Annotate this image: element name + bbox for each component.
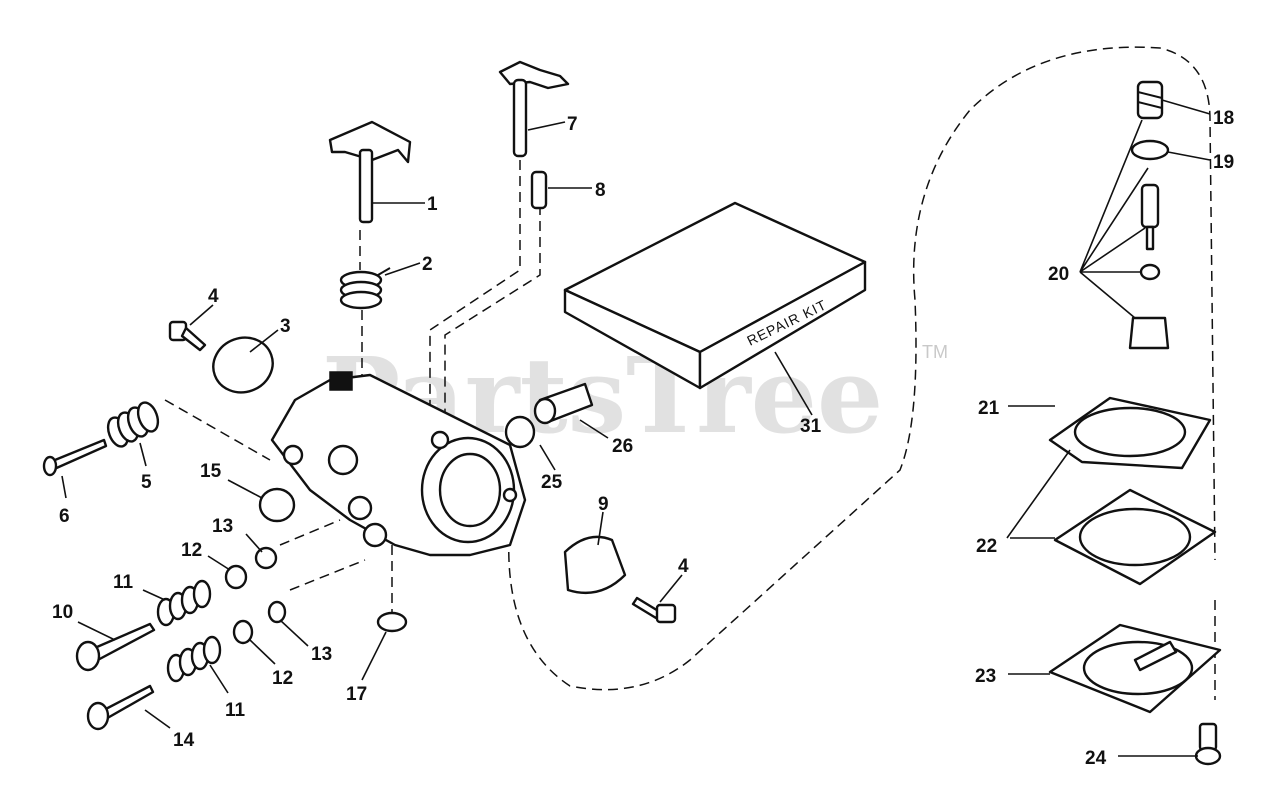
callout-21: 21 <box>978 398 1000 419</box>
plate-screw-part <box>168 320 207 352</box>
leader-lines <box>61 99 1211 757</box>
callout-10: 10 <box>52 602 73 623</box>
inlet-needle-part <box>1140 183 1160 251</box>
callout-3: 3 <box>280 316 291 337</box>
washer-part-lower <box>232 619 254 645</box>
needle-spring-part-lower <box>166 635 222 683</box>
seat-part <box>504 415 536 449</box>
diaphragm-gasket-part <box>1048 396 1212 470</box>
choke-plate-part <box>212 336 274 394</box>
callout-11-lower: 11 <box>225 700 246 721</box>
callout-6: 6 <box>59 506 70 527</box>
needle-spring-part-upper <box>156 579 212 627</box>
main-needle-part <box>75 622 156 672</box>
cup-plug-part <box>376 611 408 633</box>
cover-screw-part <box>1194 722 1222 766</box>
callout-14: 14 <box>173 730 195 751</box>
callout-5: 5 <box>141 472 152 493</box>
choke-spring-part <box>339 267 391 310</box>
throttle-spring-part <box>530 170 548 210</box>
throttle-shaft-part <box>498 60 570 158</box>
callout-4-upper: 4 <box>208 286 219 307</box>
callout-7: 7 <box>567 114 578 135</box>
seat-fitting-part <box>1128 316 1170 350</box>
choke-shaft-guide <box>359 230 363 400</box>
watermark-trademark: TM <box>922 342 948 362</box>
callout-13-lower: 13 <box>311 644 332 665</box>
repair-kit-box: REPAIR KIT <box>563 201 867 390</box>
callout-1: 1 <box>427 194 438 215</box>
carburetor-body <box>270 371 527 557</box>
needle-guide <box>279 519 366 591</box>
callout-9: 9 <box>598 494 609 515</box>
callout-26: 26 <box>612 436 633 457</box>
callout-18: 18 <box>1213 108 1234 129</box>
throttle-shaft-guide <box>429 160 521 430</box>
idle-needle-part <box>86 684 155 731</box>
callout-4-lower: 4 <box>678 556 689 577</box>
oring-part-lower <box>267 600 287 624</box>
callout-17: 17 <box>346 684 367 705</box>
check-valve-spring-part <box>1136 80 1164 120</box>
idle-spring-part <box>106 401 160 448</box>
pump-cover-part <box>1048 623 1222 714</box>
callout-22: 22 <box>976 536 997 557</box>
callout-24: 24 <box>1085 748 1107 769</box>
callout-31: 31 <box>800 416 822 437</box>
callout-25: 25 <box>541 472 563 493</box>
callout-2: 2 <box>422 254 433 275</box>
callout-12-upper: 12 <box>181 540 202 561</box>
callout-23: 23 <box>975 666 996 687</box>
throttle-plate-part <box>563 535 627 594</box>
gasket-ring-part <box>1130 139 1170 161</box>
callout-8: 8 <box>595 180 606 201</box>
callout-12-lower: 12 <box>272 668 293 689</box>
diaphragm-part <box>1053 488 1217 586</box>
callout-20: 20 <box>1048 264 1069 285</box>
callout-11-upper: 11 <box>113 572 134 593</box>
oring-part-upper <box>254 546 278 570</box>
callout-13-upper: 13 <box>212 516 233 537</box>
callout-19: 19 <box>1213 152 1234 173</box>
welch-plug-part <box>258 487 296 523</box>
idle-screw-part <box>42 438 108 477</box>
spring-guide <box>444 205 541 430</box>
throttle-screw-part <box>631 596 677 624</box>
needle-seat-part <box>1139 263 1161 281</box>
fuel-inlet-part <box>533 382 594 425</box>
choke-shaft-part <box>328 120 412 224</box>
callout-15: 15 <box>200 461 222 482</box>
washer-part-upper <box>224 564 248 590</box>
